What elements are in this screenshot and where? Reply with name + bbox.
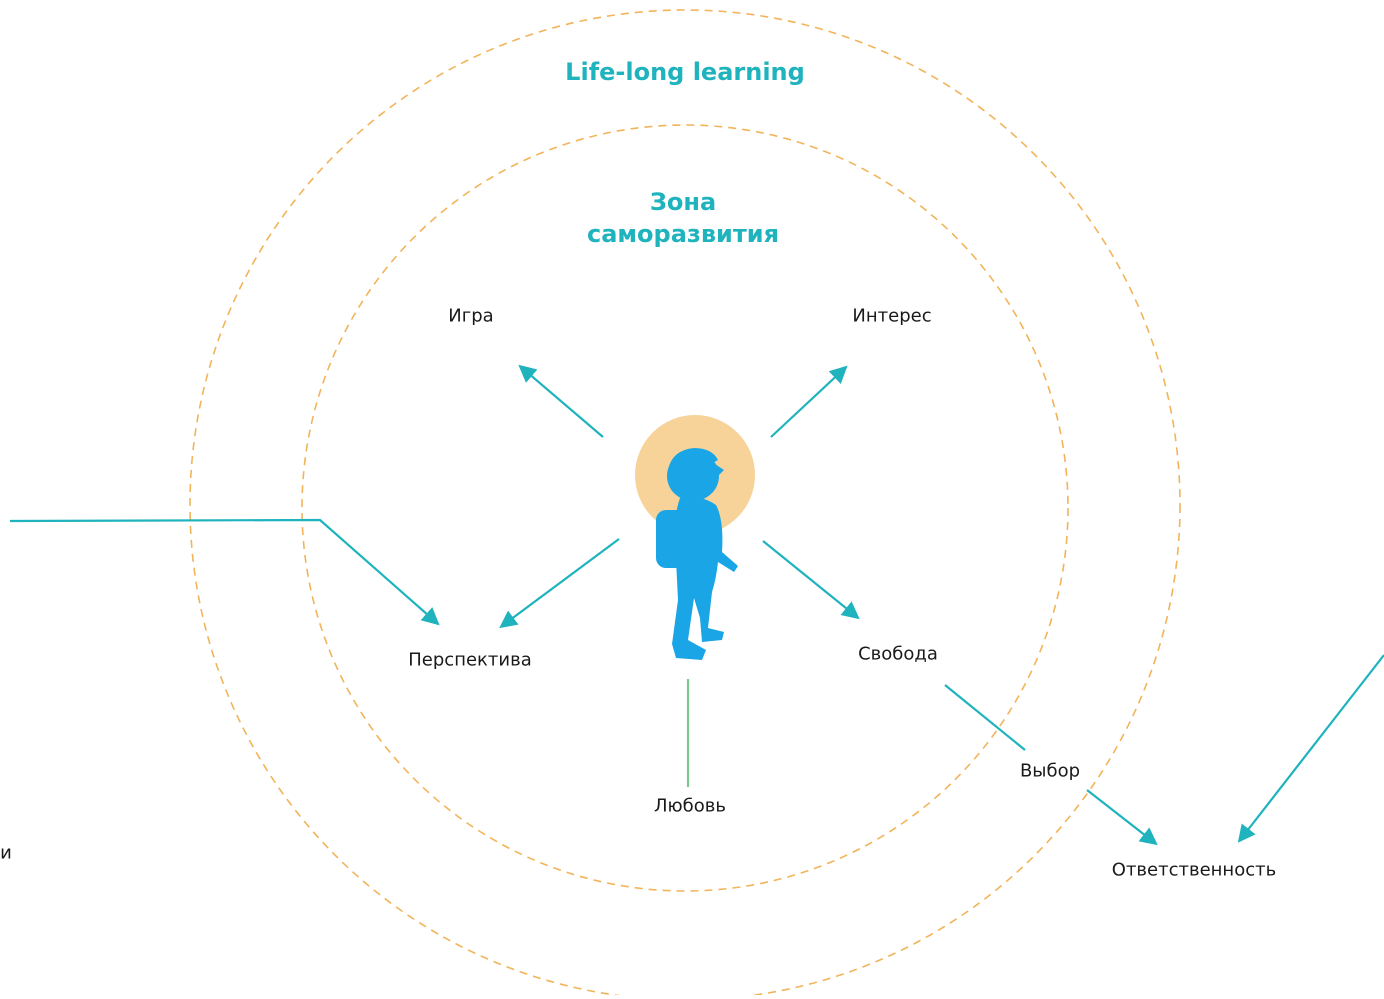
- outer-circle: [189, 9, 1181, 999]
- arrow-to-perspective: [499, 538, 620, 629]
- arrow-to-interest: [770, 365, 848, 438]
- arrow-to-play: [518, 364, 604, 438]
- left-connector-to-perspective: [9, 518, 440, 626]
- node-choice: Выбор: [1019, 760, 1081, 782]
- right-connector-to-responsibility: [1237, 654, 1384, 843]
- choice-to-responsibility-arrow: [1086, 789, 1158, 846]
- freedom-to-choice-line: [944, 684, 1026, 751]
- arrow-to-freedom: [762, 540, 860, 620]
- inner-circle-label-line2: саморазвития: [587, 220, 779, 248]
- node-cut-left-fragment: и: [0, 842, 12, 864]
- node-perspective: Перспектива: [408, 649, 532, 671]
- node-interest: Интерес: [852, 305, 932, 327]
- inner-circle: [301, 124, 1069, 892]
- outer-circle-label: Life-long learning: [565, 58, 805, 86]
- node-responsibility: Ответственность: [1111, 859, 1277, 881]
- inner-circle-label-line1: Зона: [649, 188, 717, 216]
- node-love: Любовь: [653, 795, 727, 817]
- node-play: Игра: [448, 305, 494, 327]
- child-silhouette-icon: [656, 448, 738, 660]
- node-freedom: Свобода: [858, 643, 938, 665]
